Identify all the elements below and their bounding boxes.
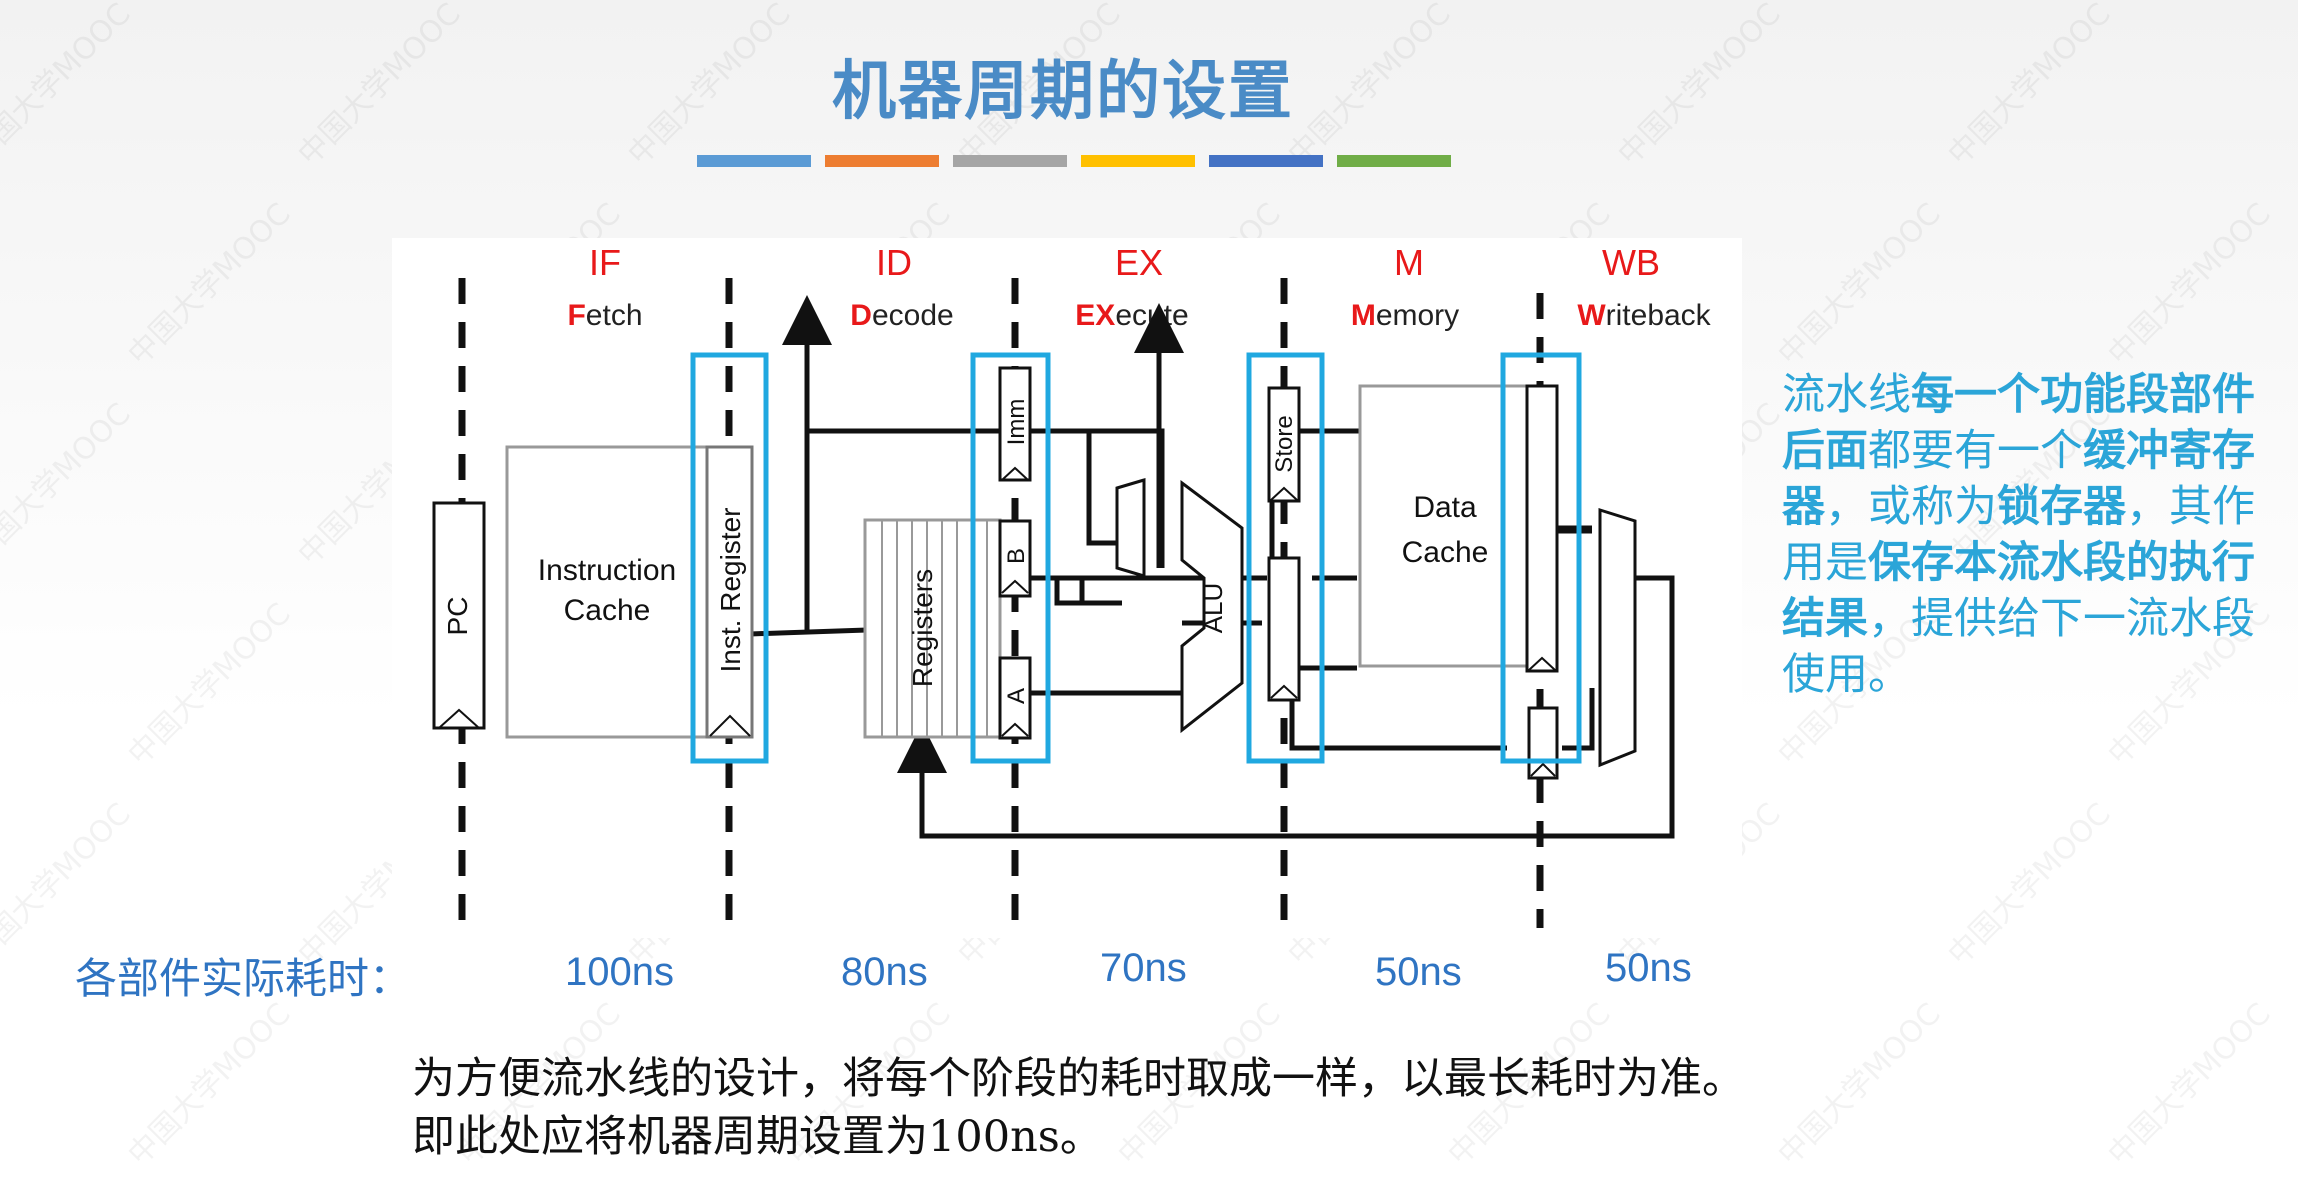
wire-writeback: [897, 575, 1675, 839]
wb-latch-top: [1525, 384, 1559, 673]
stage-id-abbr: ID: [876, 242, 912, 283]
instruction-cache-label-1: Instruction: [538, 554, 676, 587]
registers-label: Registers: [907, 569, 938, 687]
datapath-wires: [749, 295, 1675, 839]
inst-register-label: Inst. Register: [715, 508, 746, 673]
side-note-b1: 每一个功能段部件后面: [1782, 370, 2255, 476]
a-label: A: [1003, 688, 1030, 704]
time-if: 100ns: [565, 950, 674, 994]
stage-wb-abbr: WB: [1602, 242, 1660, 283]
wire-bypass: [1289, 700, 1507, 751]
stage-if-abbr: IF: [589, 242, 621, 283]
title-bar-1: [697, 155, 811, 167]
instruction-cache: Instruction Cache: [505, 445, 709, 739]
stage-id-name: Decode: [850, 299, 953, 332]
writeback-mux: [1598, 507, 1637, 768]
side-note-p2: 都要有一个: [1868, 426, 2083, 476]
conclusion-line-2: 即此处应将机器周期设置为100ns。: [412, 1112, 1103, 1162]
page-title: 机器周期的设置: [832, 55, 1294, 129]
alu-label: ALU: [1198, 583, 1228, 634]
imm-latch: Imm: [998, 366, 1032, 482]
side-note-b4: 保存本流水段的执行结果: [1782, 538, 2255, 644]
wire-mux-in: [1012, 428, 1165, 568]
side-note-b2: 缓冲寄存器: [1782, 426, 2255, 532]
watermark-text: 中国大学MOOC: [121, 196, 298, 373]
highlight-if-buffer: [690, 352, 769, 764]
side-note-b3: 锁存器: [1997, 482, 2126, 532]
alu: ALU: [1180, 480, 1244, 734]
wire-imm: [807, 428, 1122, 546]
alu-input-mux: [1115, 477, 1146, 579]
data-cache-label-1: Data: [1413, 491, 1477, 524]
watermark-text: 中国大学MOOC: [1771, 996, 1948, 1173]
title-underline-bars: [697, 155, 1451, 167]
conclusion-line-1: 为方便流水线的设计，将每个阶段的耗时取成一样，以最长耗时为准。: [412, 1054, 1745, 1104]
stage-ex-name: EXecute: [1075, 299, 1188, 332]
title-bar-6: [1337, 155, 1451, 167]
alu-out-latch: [1267, 556, 1301, 702]
time-wb: 50ns: [1605, 946, 1692, 990]
watermark-text: 中国大学MOOC: [1771, 196, 1948, 373]
data-cache-label-2: Cache: [1402, 536, 1489, 569]
watermark-text: 中国大学MOOC: [121, 596, 298, 773]
highlight-id-buffer: [970, 352, 1051, 764]
side-note-p4: ，其作用是: [1782, 482, 2255, 588]
highlight-m-buffer: [1500, 352, 1582, 764]
watermark-text: 中国大学MOOC: [2101, 996, 2278, 1173]
b-label: B: [1003, 548, 1030, 564]
stage-m-abbr: M: [1394, 242, 1424, 283]
watermark-text: 中国大学MOOC: [1941, 796, 2118, 973]
side-note-p5: ，提供给下一流水段使用。: [1782, 594, 2255, 700]
buffer-highlights: [690, 352, 1582, 764]
stage-if-name: Fetch: [567, 299, 642, 332]
store-latch: Store: [1267, 386, 1301, 503]
time-id: 80ns: [841, 950, 928, 994]
stage-m-name: Memory: [1351, 299, 1459, 332]
side-note: 流水线每一个功能段部件后面都要有一个缓冲寄存器，或称为锁存器，其作用是保存本流水…: [1782, 367, 2282, 703]
stage-ex-abbr: EX: [1115, 242, 1163, 283]
store-label: Store: [1271, 415, 1298, 472]
pc-register: PC: [432, 501, 486, 730]
wb-latch-bottom: [1527, 706, 1559, 780]
instruction-cache-label-2: Cache: [564, 594, 651, 627]
time-m: 50ns: [1375, 950, 1462, 994]
timing-label: 各部件实际耗时：: [75, 954, 412, 1003]
conclusion: 为方便流水线的设计，将每个阶段的耗时取成一样，以最长耗时为准。 即此处应将机器周…: [412, 1050, 1745, 1166]
imm-label: Imm: [1003, 399, 1030, 446]
side-note-p1: 流水线: [1782, 370, 1911, 420]
wire-wb-2: [1562, 688, 1595, 751]
pc-label: PC: [442, 597, 473, 636]
title-bar-2: [825, 155, 939, 167]
pipeline-diagram: IF ID EX M WB Fetch Decode EXecute Memor…: [392, 238, 1742, 938]
a-latch: A: [998, 656, 1032, 740]
stage-wb-name: Writeback: [1577, 299, 1711, 332]
b-latch: B: [998, 519, 1032, 598]
title-bar-4: [1081, 155, 1195, 167]
title-bar-3: [953, 155, 1067, 167]
instruction-register: Inst. Register: [705, 445, 754, 739]
watermark-text: 中国大学MOOC: [121, 996, 298, 1173]
side-note-p3: ，或称为: [1825, 482, 1997, 532]
register-file: Registers: [863, 518, 1002, 739]
watermark-text: 中国大学MOOC: [2101, 196, 2278, 373]
watermark-text: 中国大学MOOC: [0, 396, 138, 573]
title-bar-5: [1209, 155, 1323, 167]
time-ex: 70ns: [1100, 946, 1187, 990]
highlight-ex-buffer: [1246, 352, 1325, 764]
